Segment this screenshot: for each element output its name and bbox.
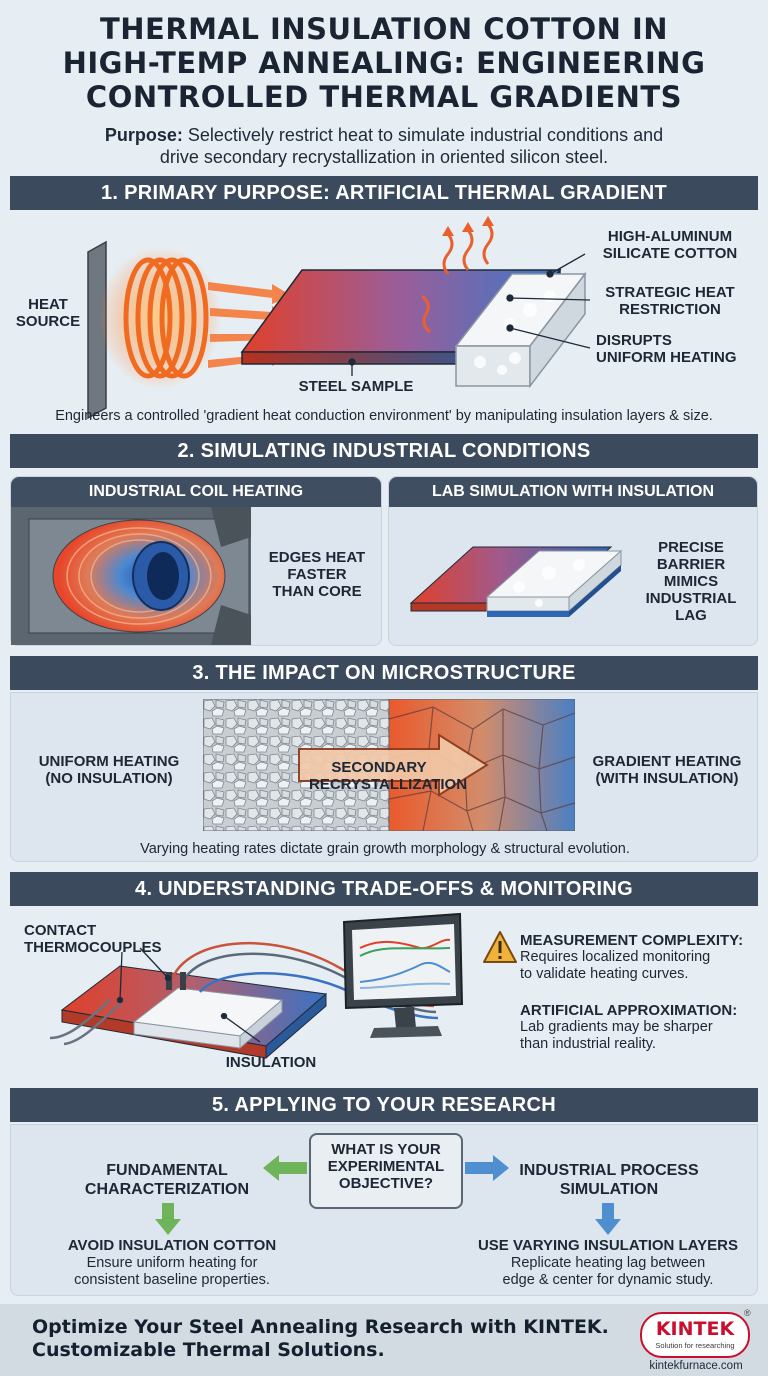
- grain-structure-illustration: [203, 699, 575, 831]
- recrystallization-arrow-icon: [298, 733, 489, 797]
- kintek-logo[interactable]: KINTEK Solution for researching: [640, 1312, 750, 1358]
- warning-icon: [483, 931, 517, 963]
- section3-caption: Varying heating rates dictate grain grow…: [140, 841, 630, 857]
- footer-cta: Optimize Your Steel Annealing Research w…: [32, 1316, 609, 1361]
- use-insulation-label: USE VARYING INSULATION LAYERS: [477, 1237, 739, 1254]
- section4-banner: 4. UNDERSTANDING TRADE-OFFS & MONITORING: [10, 872, 758, 906]
- gradient-heating-label: GRADIENT HEATING(WITH INSULATION): [592, 753, 742, 787]
- thermal-gradient-illustration: [87, 216, 591, 420]
- section1-banner: 1. PRIMARY PURPOSE: ARTIFICIAL THERMAL G…: [10, 176, 758, 210]
- page-title: THERMAL INSULATION COTTON IN HIGH-TEMP A…: [62, 12, 706, 114]
- arrow-down-green-icon: [155, 1203, 181, 1235]
- escaping-heat-icon: [421, 223, 494, 334]
- measurement-complexity-block: MEASUREMENT COMPLEXITY: Requires localiz…: [520, 932, 744, 982]
- footer-url[interactable]: kintekfurnace.com: [649, 1360, 743, 1372]
- coil-icon: [123, 257, 209, 379]
- uniform-heating-label: UNIFORM HEATING(NO INSULATION): [38, 753, 180, 787]
- thermocouple-illustration: [49, 912, 464, 1060]
- insulation-label: INSULATION: [225, 1054, 317, 1071]
- arrow-down-blue-icon: [595, 1203, 621, 1235]
- lab-insulation-illustration: [409, 546, 623, 617]
- purpose-label: Purpose:: [104, 125, 183, 145]
- avoid-insulation-label: AVOID INSULATION COTTON: [67, 1237, 277, 1254]
- heat-source-plate: [87, 240, 107, 420]
- arrow-right-icon: [465, 1155, 509, 1181]
- lab-simulation-header: LAB SIMULATION WITH INSULATION: [389, 477, 757, 507]
- insulation-cotton-front: [455, 345, 531, 387]
- section5-banner: 5. APPLYING TO YOUR RESEARCH: [10, 1088, 758, 1122]
- purpose-statement: Purpose: Selectively restrict heat to si…: [104, 125, 664, 167]
- steel-sample-label: STEEL SAMPLE: [298, 378, 414, 395]
- arrow-left-icon: [263, 1155, 307, 1181]
- artificial-approximation-block: ARTIFICIAL APPROXIMATION: Lab gradients …: [520, 1002, 738, 1052]
- registered-mark: ®: [744, 1308, 751, 1318]
- section1-caption: Engineers a controlled 'gradient heat co…: [55, 408, 713, 424]
- section3-banner: 3. THE IMPACT ON MICROSTRUCTURE: [10, 656, 758, 690]
- section2-banner: 2. SIMULATING INDUSTRIAL CONDITIONS: [10, 434, 758, 468]
- coil-heating-illustration: [11, 507, 251, 645]
- industrial-coil-header: INDUSTRIAL COIL HEATING: [11, 477, 381, 507]
